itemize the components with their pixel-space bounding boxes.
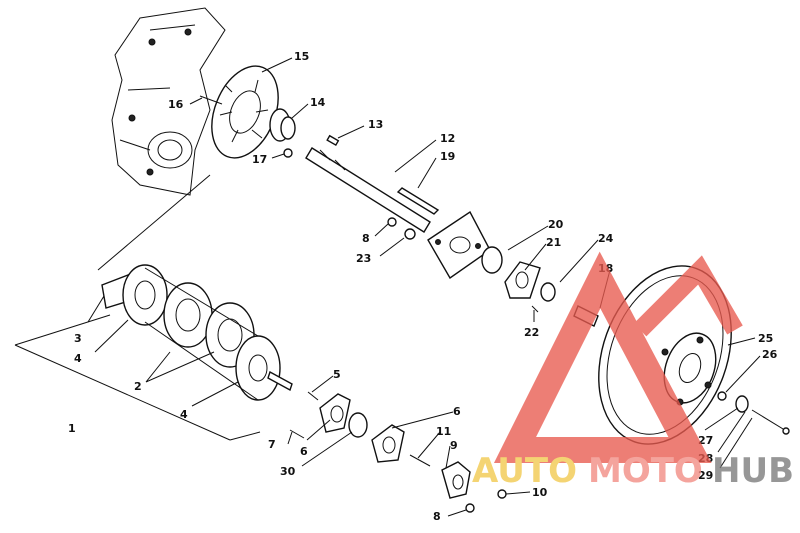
washer-28 (735, 395, 749, 413)
callout-26: 26 (762, 348, 778, 361)
callout-4a: 4 (74, 352, 82, 365)
callout-15: 15 (294, 50, 309, 63)
drive-shaft (305, 147, 431, 233)
washer-23 (404, 228, 416, 240)
callout-20: 20 (548, 218, 564, 231)
watermark-logo-icon (493, 251, 743, 463)
callout-4b: 4 (180, 408, 188, 421)
callout-3: 3 (74, 332, 82, 345)
bolt-29 (751, 409, 789, 433)
callout-10: 10 (532, 486, 548, 499)
callout-16: 16 (168, 98, 184, 111)
callout-30: 30 (280, 465, 296, 478)
callout-11: 11 (436, 425, 451, 438)
callout-24: 24 (598, 232, 614, 245)
pin-11 (409, 454, 431, 467)
callout-17: 17 (252, 153, 267, 166)
drive-sprocket (598, 265, 732, 445)
nut-8-bottom (465, 503, 475, 513)
bearing-30 (348, 412, 368, 438)
key-13 (326, 134, 340, 147)
clutch-assembly (101, 264, 293, 401)
callout-29: 29 (698, 469, 713, 482)
cap-9 (441, 461, 471, 499)
bolt-16 (199, 95, 223, 105)
gearcase-housing (111, 7, 226, 196)
watermark-hub: HUB (712, 451, 794, 491)
callout-2: 2 (134, 380, 142, 393)
callout-6b: 6 (300, 445, 308, 458)
washer-26 (717, 391, 727, 401)
callout-8a: 8 (362, 232, 370, 245)
callout-5: 5 (333, 368, 341, 381)
callout-14: 14 (310, 96, 326, 109)
flange-21 (504, 261, 541, 299)
nut-8-top (387, 217, 397, 227)
bracket-outline (14, 174, 261, 441)
callout-21: 21 (546, 236, 561, 249)
callout-7: 7 (268, 438, 276, 451)
brake-disc (211, 65, 279, 159)
watermark-moto: MOTO (588, 451, 703, 491)
callout-23: 23 (356, 252, 371, 265)
nut-17 (283, 148, 293, 158)
screw-22 (531, 305, 539, 313)
bolt-7 (289, 429, 305, 439)
flange-6 (319, 393, 351, 433)
watermark: AUTO MOTO HUB (472, 251, 794, 491)
callout-25: 25 (758, 332, 773, 345)
shaft-key (396, 187, 440, 215)
hub-flange (269, 108, 296, 142)
callout-1: 1 (68, 422, 76, 435)
watermark-auto: AUTO (472, 451, 577, 491)
callout-9: 9 (450, 439, 458, 452)
callout-27: 27 (698, 434, 713, 447)
callout-6a: 6 (453, 405, 461, 418)
callout-12: 12 (440, 132, 455, 145)
callout-13: 13 (368, 118, 383, 131)
bearing-20 (481, 246, 503, 274)
nut-10 (497, 489, 507, 499)
callout-8b: 8 (433, 510, 441, 523)
seal-24 (540, 282, 556, 302)
bolt-5 (307, 391, 319, 401)
callout-22: 22 (524, 326, 539, 339)
callout-19: 19 (440, 150, 455, 163)
flange-6b (371, 424, 405, 463)
bearing-plate (427, 210, 491, 280)
